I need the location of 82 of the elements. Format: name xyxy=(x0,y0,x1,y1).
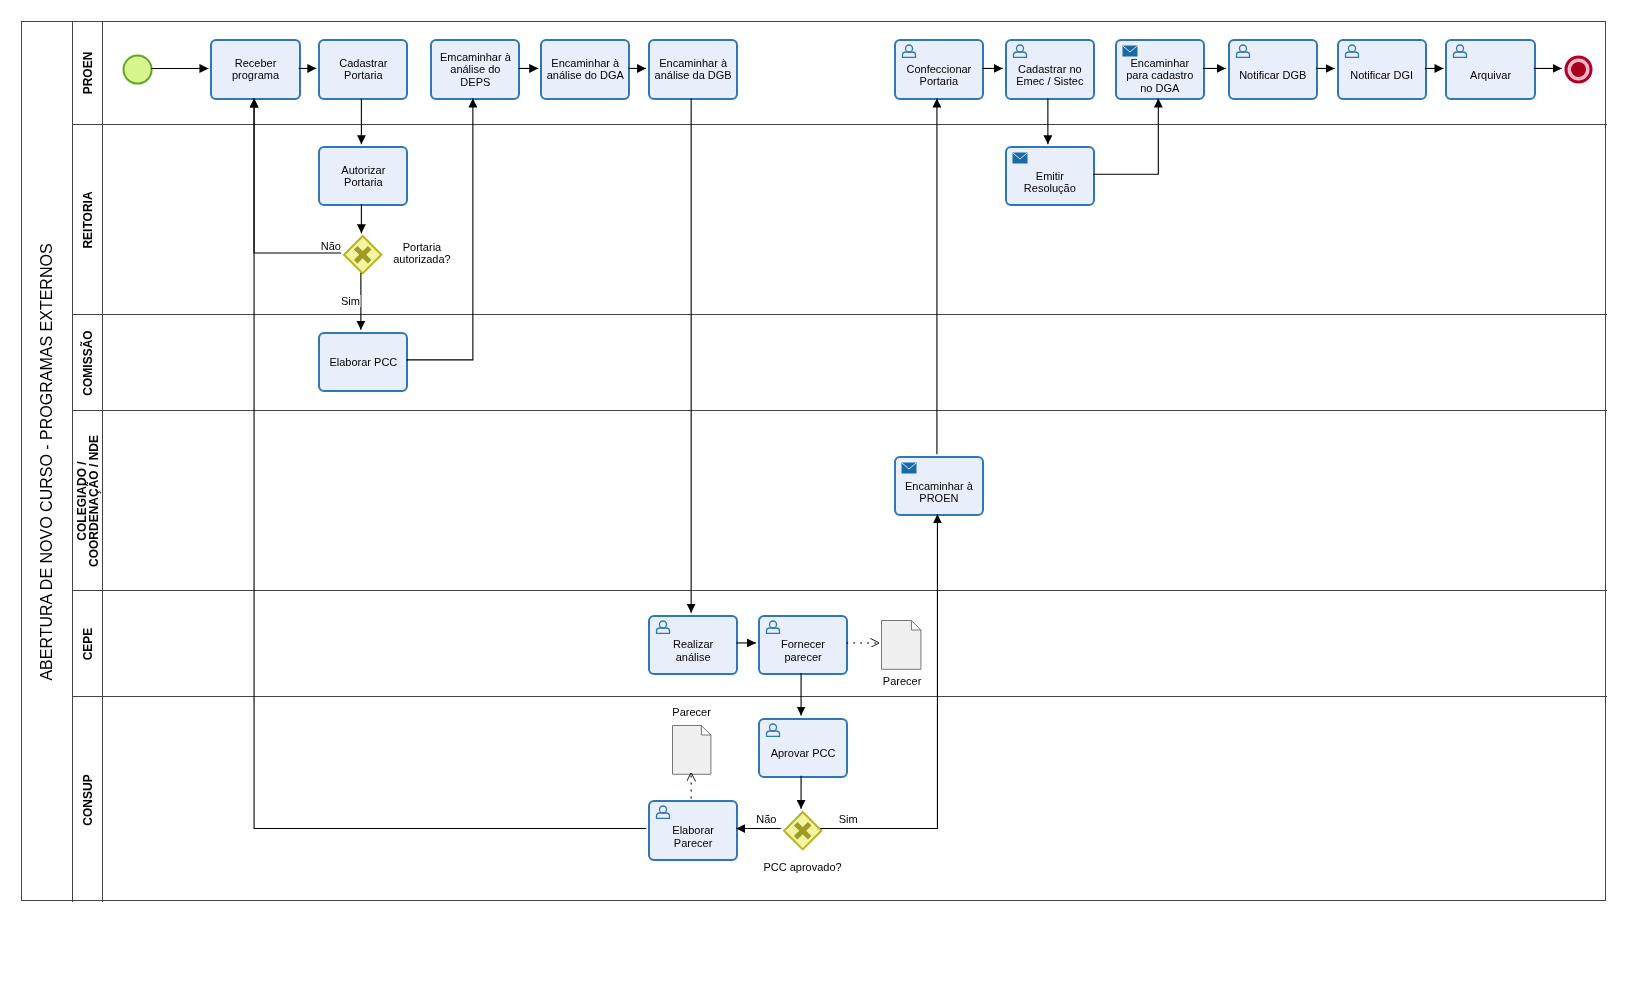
task-label: Emcaminhar à análise do DEPS xyxy=(438,50,512,89)
sequence-arrow xyxy=(1202,63,1227,73)
task-label: Encaminhar à PROEN xyxy=(903,479,974,505)
sequence-arrow xyxy=(735,638,757,648)
task-label: Fornecer parecer xyxy=(780,638,827,664)
task-box xyxy=(1227,39,1318,100)
edge-label: Sim xyxy=(837,813,859,826)
task-label: Encaminhar para cadastro no DGA xyxy=(1125,56,1195,95)
sequence-arrow xyxy=(298,63,317,73)
lane-label: COMISSÃO xyxy=(81,329,94,398)
sequence-arrow xyxy=(356,97,366,145)
sequence-arrow xyxy=(249,97,647,830)
task-label: Receber programa xyxy=(230,56,281,82)
swimlane xyxy=(71,590,1608,696)
sequence-arrow xyxy=(356,203,366,234)
lane-label: CONSUP xyxy=(81,773,94,828)
sequence-arrow xyxy=(819,513,942,830)
task-box xyxy=(318,146,409,207)
sequence-arrow xyxy=(405,97,478,361)
task-box xyxy=(648,800,739,861)
sequence-arrow xyxy=(1092,97,1163,175)
task-box xyxy=(318,39,409,100)
sequence-arrow xyxy=(517,63,539,73)
task-label: Notificar DGB xyxy=(1239,69,1307,82)
task-label: Encaminhar à análise do DGA xyxy=(546,56,625,82)
pool-title: ABERTURA DE NOVO CURSO - PROGRAMAS EXTERNOS xyxy=(37,242,56,683)
task-label: Encaminhar à análise da DGB xyxy=(654,56,733,82)
sequence-arrow xyxy=(1424,63,1445,73)
task-box xyxy=(757,717,849,778)
task-box xyxy=(648,614,739,675)
annotation-text: PCC aprovado? xyxy=(763,860,842,874)
lane-label: REITORIA xyxy=(81,190,94,251)
lane-label: CEPE xyxy=(81,626,94,663)
task-box xyxy=(540,39,631,100)
task-box xyxy=(1336,39,1427,100)
task-label: Aprovar PCC xyxy=(770,747,836,760)
task-box xyxy=(893,456,984,517)
sequence-arrow xyxy=(796,775,806,810)
sequence-arrow xyxy=(150,63,209,73)
task-label: Realizar análise xyxy=(671,638,715,664)
task-box xyxy=(1004,146,1095,207)
task-label: Cadastrar Portaria xyxy=(338,56,389,82)
swimlane xyxy=(71,409,1608,590)
task-box xyxy=(893,39,984,100)
task-box xyxy=(1114,39,1205,100)
task-box xyxy=(1004,39,1095,100)
start-event xyxy=(122,53,154,85)
annotation-text: Parecer xyxy=(672,706,711,719)
sequence-arrow xyxy=(981,63,1004,73)
swimlane xyxy=(71,695,1608,903)
lane-label: COLEGIADO / COORDENAÇÃO / NDE xyxy=(75,433,100,569)
swimlane xyxy=(71,314,1608,410)
task-label: Cadastrar no Emec / Sistec xyxy=(1015,62,1085,88)
task-box xyxy=(648,39,739,100)
task-label: Emitir Resolução xyxy=(1022,169,1077,195)
sequence-arrow xyxy=(686,97,696,614)
sequence-arrow xyxy=(932,97,942,455)
lane-label: PROEN xyxy=(81,50,94,97)
task-label: Arquivar xyxy=(1470,69,1512,82)
sequence-arrow xyxy=(627,63,647,73)
task-label: Confeccionar Portaria xyxy=(905,62,973,88)
task-label: Notificar DGI xyxy=(1350,69,1414,82)
task-box xyxy=(757,614,849,675)
pool xyxy=(20,20,1607,902)
sequence-arrow xyxy=(1533,63,1563,73)
task-box xyxy=(318,331,409,392)
sequence-arrow xyxy=(735,824,782,834)
sequence-arrow xyxy=(1315,63,1336,73)
task-box xyxy=(1445,39,1536,100)
annotation-text: Parecer xyxy=(882,674,922,688)
edge-label: Não xyxy=(755,813,778,826)
task-box xyxy=(430,39,521,100)
swimlane xyxy=(71,124,1608,315)
task-label: Elaborar PCC xyxy=(329,355,398,369)
task-box xyxy=(210,39,301,100)
sequence-arrow xyxy=(356,272,366,331)
end-event xyxy=(1563,54,1593,84)
annotation-text: Portaria autorizada? xyxy=(392,240,452,266)
task-label: Autorizar Portaria xyxy=(340,163,387,189)
task-label: Elaborar Parecer xyxy=(671,824,715,849)
sequence-arrow xyxy=(796,672,806,717)
sequence-arrow xyxy=(1043,97,1053,145)
